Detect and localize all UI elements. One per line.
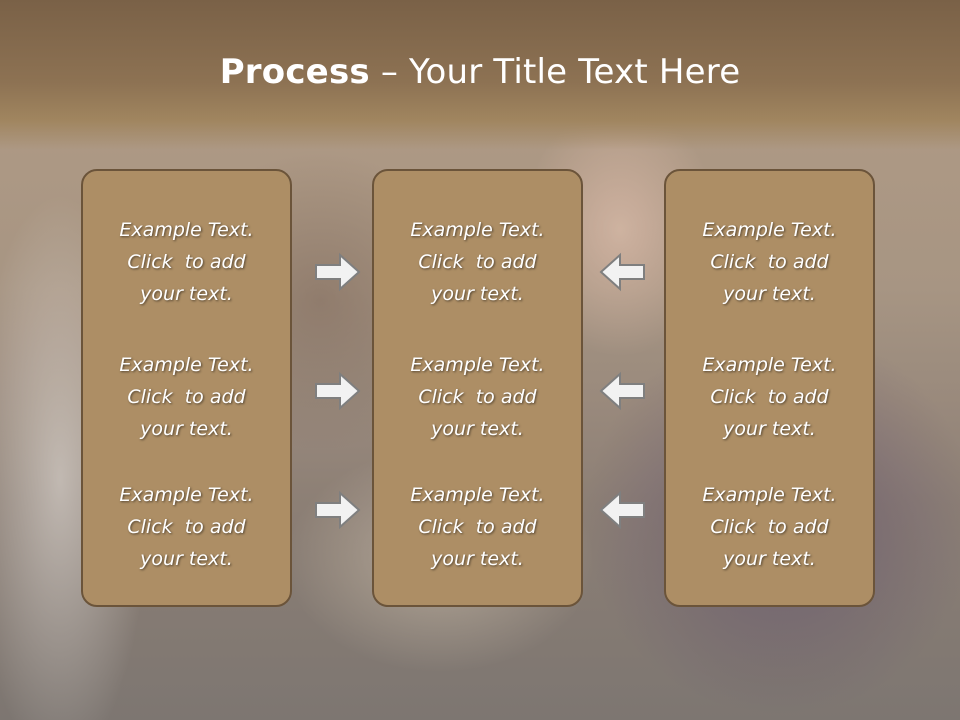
text-line: Click to add <box>418 516 537 538</box>
text-line: Click to add <box>710 386 829 408</box>
text-line: your text. <box>140 548 233 570</box>
text-line: Click to add <box>710 251 829 273</box>
text-block[interactable]: Example Text. Click to add your text. <box>374 349 581 445</box>
text-block[interactable]: Example Text. Click to add your text. <box>374 479 581 575</box>
text-line: your text. <box>723 418 816 440</box>
text-line: your text. <box>140 418 233 440</box>
text-line: Click to add <box>127 251 246 273</box>
text-line: Click to add <box>710 516 829 538</box>
text-line: Click to add <box>418 386 537 408</box>
text-line: Click to add <box>418 251 537 273</box>
text-block[interactable]: Example Text. Click to add your text. <box>666 349 873 445</box>
text-line: your text. <box>431 548 524 570</box>
text-block[interactable]: Example Text. Click to add your text. <box>374 214 581 310</box>
text-line: your text. <box>723 548 816 570</box>
text-line: Example Text. <box>410 354 545 376</box>
text-line: your text. <box>431 418 524 440</box>
text-block[interactable]: Example Text. Click to add your text. <box>83 479 290 575</box>
arrow-left-icon <box>599 252 645 292</box>
arrow-left-icon <box>599 490 645 530</box>
arrow-right-icon <box>315 490 361 530</box>
text-line: Example Text. <box>410 219 545 241</box>
text-line: Click to add <box>127 386 246 408</box>
text-block[interactable]: Example Text. Click to add your text. <box>83 349 290 445</box>
arrow-right-icon <box>315 252 361 292</box>
title-bold: Process <box>219 52 370 92</box>
text-line: Example Text. <box>119 484 254 506</box>
text-line: Example Text. <box>119 219 254 241</box>
text-line: Example Text. <box>410 484 545 506</box>
text-line: Example Text. <box>702 219 837 241</box>
text-block[interactable]: Example Text. Click to add your text. <box>666 479 873 575</box>
process-box-left[interactable]: Example Text. Click to add your text. Ex… <box>81 169 292 607</box>
text-line: Example Text. <box>119 354 254 376</box>
text-line: your text. <box>723 283 816 305</box>
arrow-right-icon <box>315 371 361 411</box>
slide-title[interactable]: Process – Your Title Text Here <box>0 52 960 92</box>
title-bar <box>0 0 960 150</box>
text-block[interactable]: Example Text. Click to add your text. <box>666 214 873 310</box>
title-rest: – Your Title Text Here <box>369 52 741 92</box>
text-block[interactable]: Example Text. Click to add your text. <box>83 214 290 310</box>
process-box-center[interactable]: Example Text. Click to add your text. Ex… <box>372 169 583 607</box>
text-line: your text. <box>140 283 233 305</box>
text-line: Click to add <box>127 516 246 538</box>
text-line: your text. <box>431 283 524 305</box>
process-box-right[interactable]: Example Text. Click to add your text. Ex… <box>664 169 875 607</box>
arrow-left-icon <box>599 371 645 411</box>
text-line: Example Text. <box>702 354 837 376</box>
text-line: Example Text. <box>702 484 837 506</box>
